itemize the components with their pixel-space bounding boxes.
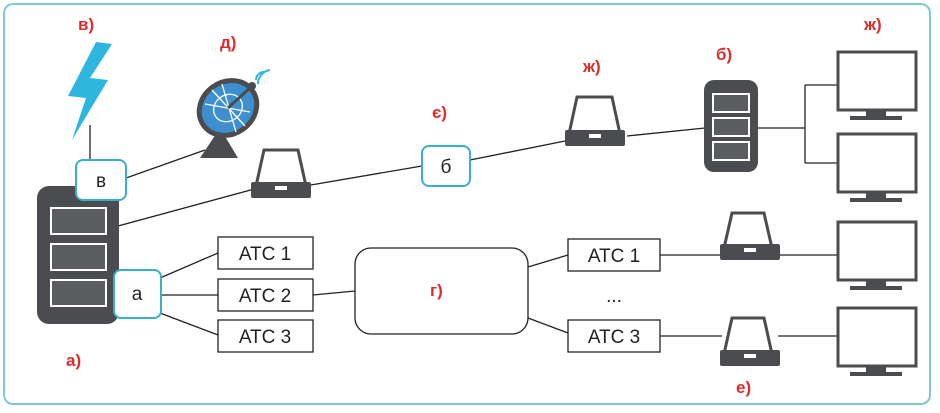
line-router-b bbox=[304, 165, 423, 187]
router-icon bbox=[720, 211, 780, 260]
label-d: д) bbox=[220, 33, 236, 52]
node-b-label: б bbox=[441, 157, 452, 178]
line-atc2-cloud bbox=[312, 290, 356, 296]
label-b: б) bbox=[716, 45, 732, 64]
label-a: а) bbox=[66, 351, 81, 370]
label-ye: є) bbox=[432, 103, 447, 122]
label-e: е) bbox=[736, 378, 751, 397]
monitor-icon bbox=[836, 50, 918, 120]
node-v: в bbox=[75, 159, 127, 201]
node-v-label: в bbox=[96, 171, 106, 192]
exchange-left-3: АТС 3 bbox=[217, 319, 314, 353]
satellite-dish-icon bbox=[196, 69, 271, 158]
node-a: а bbox=[113, 269, 162, 319]
connection-lines bbox=[89, 84, 838, 337]
exchange-left-3-label: АТС 3 bbox=[239, 327, 291, 348]
line-router2-server bbox=[626, 127, 706, 137]
exchange-left-2: АТС 2 bbox=[217, 278, 314, 312]
monitor-icon bbox=[836, 306, 918, 376]
monitor-icon bbox=[836, 132, 918, 202]
label-v: в) bbox=[78, 15, 94, 34]
label-zh-router: ж) bbox=[582, 57, 601, 76]
diagram-frame bbox=[3, 3, 931, 405]
router-icon bbox=[720, 316, 780, 366]
lightning-icon bbox=[68, 42, 112, 140]
exchange-right-1: АТС 1 bbox=[567, 238, 661, 272]
router-icon bbox=[565, 95, 625, 146]
line-v-dish bbox=[125, 149, 206, 179]
exchange-ellipsis: ... bbox=[606, 286, 622, 307]
exchange-right-3: АТС 3 bbox=[567, 319, 661, 353]
line-cloud-ratc3 bbox=[527, 317, 569, 334]
exchange-right-1-label: АТС 1 bbox=[588, 246, 640, 267]
server-rack-icon bbox=[704, 80, 758, 172]
label-g: г) bbox=[430, 281, 443, 300]
line-b-router2 bbox=[469, 139, 571, 161]
network-cloud bbox=[354, 247, 529, 335]
line-rack-router bbox=[117, 187, 259, 227]
exchange-left-2-label: АТС 2 bbox=[239, 286, 291, 307]
exchange-right-3-label: АТС 3 bbox=[588, 327, 640, 348]
line-a-atc3 bbox=[159, 312, 219, 336]
line-cloud-ratc1 bbox=[527, 254, 569, 268]
monitor-icon bbox=[836, 220, 918, 290]
exchange-left-1-label: АТС 1 bbox=[239, 244, 291, 265]
exchange-left-1: АТС 1 bbox=[217, 236, 314, 270]
label-zh-terminal: ж) bbox=[863, 15, 882, 34]
node-b: б bbox=[421, 145, 471, 187]
line-a-atc1 bbox=[159, 252, 219, 279]
central-exchange-rack bbox=[37, 186, 119, 324]
node-a-label: а bbox=[132, 284, 143, 305]
router-icon bbox=[251, 148, 311, 198]
